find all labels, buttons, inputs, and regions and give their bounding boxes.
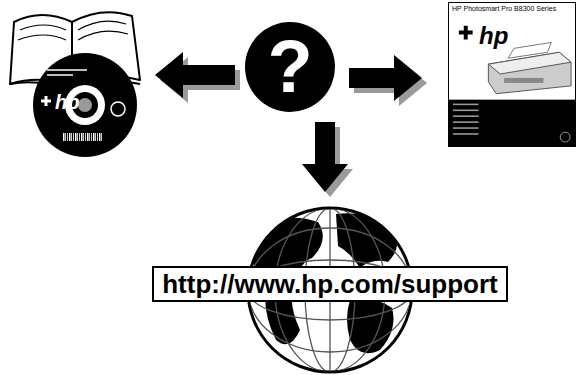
block-arrow — [302, 122, 348, 192]
url-banner: http://www.hp.com/support — [152, 266, 508, 302]
barcode — [63, 133, 102, 141]
cover-art — [449, 3, 575, 146]
cover-title: HP Photosmart Pro B8300 Series — [452, 5, 578, 12]
cd-disc: hp — [33, 53, 137, 157]
hp-logo-text: hp — [55, 91, 79, 114]
question-mark: ? — [267, 30, 312, 104]
block-arrow — [349, 55, 422, 101]
hp-logo-text: hp — [479, 22, 508, 50]
block-arrow — [155, 52, 235, 98]
cd-art — [33, 53, 137, 157]
printer-illustration — [488, 42, 571, 93]
guide-cover: HP Photosmart Pro B8300 Series hp — [448, 2, 576, 147]
help-circle: ? — [245, 22, 335, 112]
url-text: http://www.hp.com/support — [162, 271, 498, 297]
